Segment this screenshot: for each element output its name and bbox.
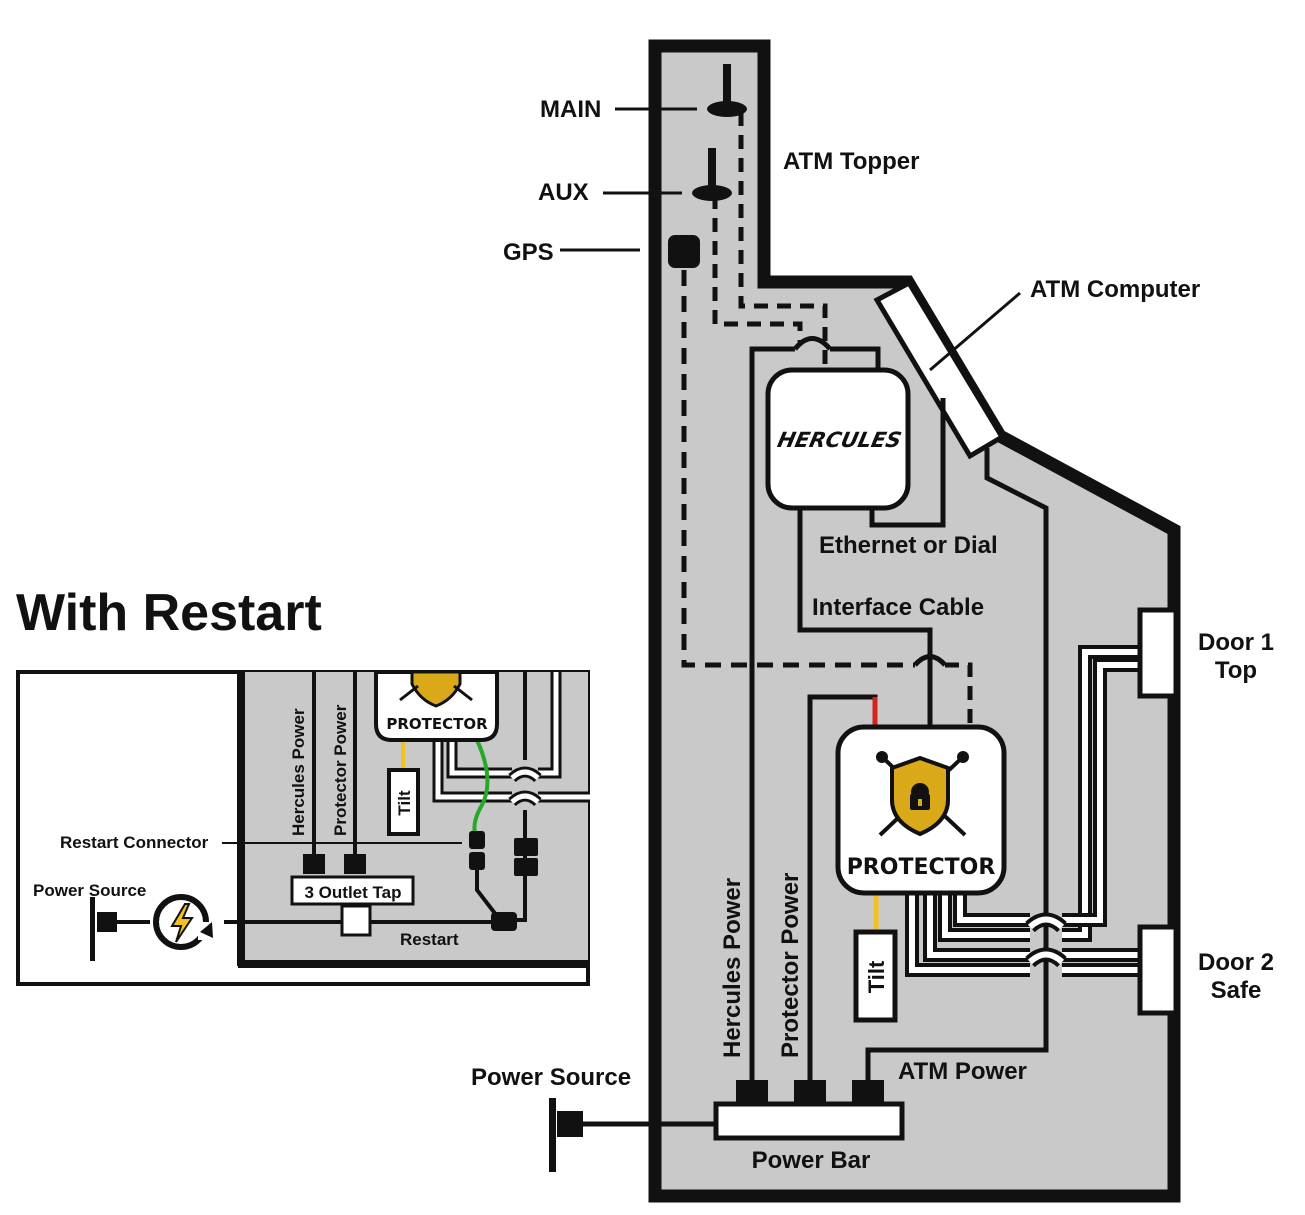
inset-hercules-power-label: Hercules Power	[289, 708, 308, 836]
power-plug-icon	[549, 1098, 583, 1172]
power-bar	[713, 1080, 905, 1141]
lightning-restart-icon	[153, 894, 216, 950]
inset-restart-connector-label: Restart Connector	[60, 833, 209, 852]
power-bar-label: Power Bar	[752, 1147, 871, 1174]
atm-computer	[873, 279, 1021, 460]
ethernet-cable	[869, 398, 946, 528]
restart-connector	[469, 831, 538, 931]
gps-label: GPS	[503, 239, 554, 266]
aux-antenna-icon	[692, 148, 732, 201]
atm-computer-label: ATM Computer	[1030, 276, 1200, 303]
inset-protector-power-label: Protector Power	[331, 704, 350, 836]
inset-heading: With Restart	[16, 584, 322, 642]
inset-tilt-sensor: Tilt	[387, 768, 420, 836]
hercules-unit: HERCULES	[765, 367, 911, 511]
gps-cable	[681, 270, 915, 668]
hercules-logo: HERCULES	[775, 428, 904, 453]
main-label: MAIN	[540, 96, 601, 123]
ethernet-label: Ethernet or Dial	[819, 532, 998, 559]
cables	[583, 112, 1142, 1127]
inset-protector: PROTECTOR	[374, 670, 499, 742]
main-labels: MAIN AUX GPS ATM Topper ATM Computer Eth…	[471, 96, 1274, 1174]
inset-power-plug-icon	[90, 897, 117, 961]
door-2-label-line2: Safe	[1211, 977, 1262, 1004]
hercules-power-cable	[749, 346, 795, 1083]
interface-cable	[797, 505, 933, 728]
door-1-label-line2: Top	[1215, 657, 1257, 684]
inset-protector-logo: PROTECTOR	[386, 715, 488, 733]
power-source-label: Power Source	[471, 1064, 631, 1091]
tilt-label: Tilt	[864, 960, 889, 993]
atm-power-cable	[865, 448, 1049, 1083]
door-1-sensor	[1137, 607, 1179, 699]
inset-power-source-label: Power Source	[33, 881, 146, 900]
aux-label: AUX	[538, 179, 589, 206]
shield-lock-icon	[876, 751, 969, 837]
door-2-sensor	[1137, 924, 1179, 1016]
three-outlet-tap: 3 Outlet Tap	[290, 854, 415, 937]
aux-antenna-coax	[712, 195, 803, 342]
inset-restart-label: Restart	[400, 930, 459, 949]
door-1-label-line1: Door 1	[1198, 629, 1274, 656]
protector-power-label: Protector Power	[777, 873, 804, 1058]
main-antenna-icon	[707, 64, 747, 117]
atm-power-label: ATM Power	[898, 1058, 1027, 1085]
door-2-label-line1: Door 2	[1198, 949, 1274, 976]
main-antenna-coax	[738, 112, 828, 368]
inset-tilt-label: Tilt	[395, 790, 414, 816]
protector-unit: PROTECTOR	[835, 724, 1007, 896]
protector-logo: PROTECTOR	[847, 855, 996, 880]
gps-module-icon	[668, 235, 700, 268]
tilt-sensor: Tilt	[853, 929, 898, 1023]
leader-lines	[560, 107, 697, 252]
door-sensor-cables	[905, 645, 1142, 977]
interface-cable-label: Interface Cable	[812, 594, 984, 621]
atm-topper-label: ATM Topper	[783, 148, 919, 175]
outlet-tap-label: 3 Outlet Tap	[305, 883, 402, 902]
restart-inset: PROTECTOR Tilt 3 Outlet Tap	[16, 670, 590, 986]
hercules-power-label: Hercules Power	[719, 878, 746, 1058]
